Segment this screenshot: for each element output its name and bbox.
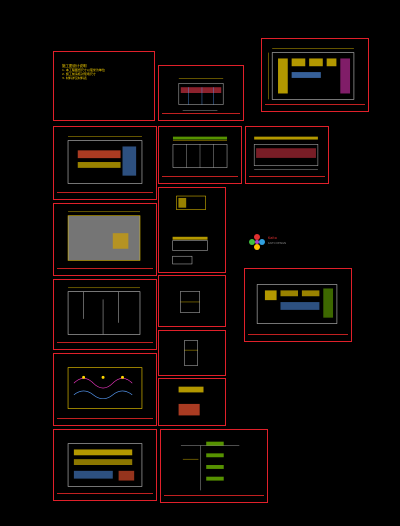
title-block xyxy=(162,113,240,118)
title-block xyxy=(265,104,365,109)
floor-plan-drawing xyxy=(67,136,143,184)
floor-plan-sheet-3[interactable] xyxy=(244,268,352,342)
logo-brand: Kaito xyxy=(268,236,277,240)
elevation-sheet-3[interactable] xyxy=(245,126,329,184)
detail-sheet-4[interactable] xyxy=(158,378,226,426)
title-block xyxy=(57,192,153,197)
wall-plan-sheet[interactable] xyxy=(53,279,157,350)
notes-line: 2. 施工前请核对现场尺寸 xyxy=(62,72,96,76)
detail-drawing xyxy=(178,386,204,416)
title-block xyxy=(249,176,325,181)
furniture-plan-drawing xyxy=(67,443,143,487)
lighting-plan-sheet[interactable] xyxy=(53,353,157,426)
logo-icon xyxy=(249,234,265,250)
detail-sheet-3[interactable] xyxy=(158,330,226,376)
floor-plan-sheet-1[interactable] xyxy=(261,38,369,112)
system-diagram-sheet[interactable] xyxy=(160,429,268,503)
floor-plan-sheet-2[interactable] xyxy=(53,126,157,200)
detail-drawing xyxy=(180,291,200,313)
title-block xyxy=(248,334,348,339)
detail-sheet-1[interactable] xyxy=(158,187,226,273)
title-block xyxy=(57,268,153,273)
notes-line: 3. 材料详见材料表 xyxy=(62,76,87,80)
title-block xyxy=(57,342,153,347)
elevation-sheet-1[interactable] xyxy=(158,65,244,121)
title-block xyxy=(162,176,238,181)
floor-plan-drawing xyxy=(268,48,355,100)
title-block xyxy=(164,495,264,500)
elevation-drawing xyxy=(172,136,228,168)
lighting-plan-drawing xyxy=(67,367,143,409)
wall-plan-drawing xyxy=(67,287,141,335)
ceiling-plan-drawing xyxy=(67,211,141,261)
detail-sheet-2[interactable] xyxy=(158,275,226,327)
notes-line: 1. 本工程图纸尺寸以毫米为单位 xyxy=(62,68,105,72)
notes-sheet[interactable]: 施工图设计说明 1. 本工程图纸尺寸以毫米为单位 2. 施工前请核对现场尺寸 3… xyxy=(53,51,155,121)
elevation-drawing xyxy=(178,78,224,111)
ceiling-plan-sheet[interactable] xyxy=(53,203,157,276)
elevation-sheet-2[interactable] xyxy=(158,126,242,184)
furniture-plan-sheet[interactable] xyxy=(53,429,157,501)
detail-drawing xyxy=(184,340,198,366)
notes-title: 施工图设计说明 xyxy=(62,64,87,68)
logo-subtitle: KAITO DESIGN xyxy=(268,242,286,245)
detail-drawing xyxy=(172,195,208,265)
title-block xyxy=(57,418,153,423)
elevation-drawing xyxy=(253,136,319,170)
title-block xyxy=(57,493,153,498)
floor-plan-drawing xyxy=(256,284,338,324)
notes-text: 施工图设计说明 1. 本工程图纸尺寸以毫米为单位 2. 施工前请核对现场尺寸 3… xyxy=(62,64,148,80)
system-diagram xyxy=(180,441,240,491)
